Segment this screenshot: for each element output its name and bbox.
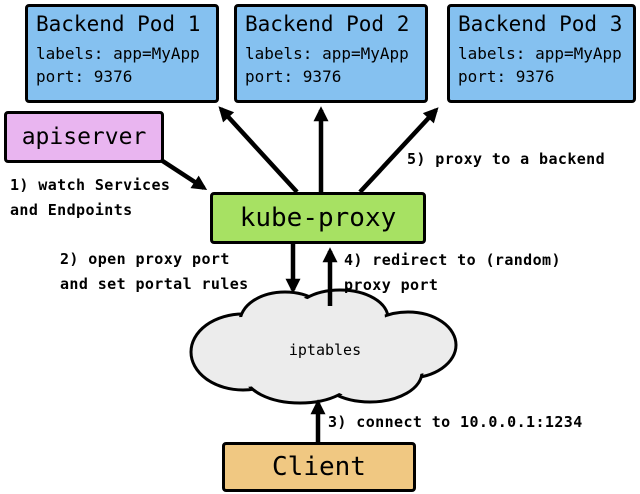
backend-pod-1-node: Backend Pod 1 labels: app=MyApp port: 93… <box>25 4 219 103</box>
annotation-step5: 5) proxy to a backend <box>407 150 606 168</box>
apiserver-label: apiserver <box>21 124 147 150</box>
arrow-kubeproxy-to-pod3 <box>358 107 439 194</box>
pod-port-line: port: 9376 <box>36 67 133 86</box>
pod-title: Backend Pod 3 <box>458 12 623 36</box>
arrow-apiserver-to-kubeproxy <box>156 156 208 191</box>
pod-port-line: port: 9376 <box>245 67 342 86</box>
annotation-step3: 3) connect to 10.0.0.1:1234 <box>328 413 583 431</box>
annotation-step1: 1) watch Services and Endpoints <box>10 176 171 219</box>
client-label: Client <box>272 452 366 482</box>
client-node: Client <box>222 442 416 492</box>
apiserver-node: apiserver <box>4 111 164 163</box>
kube-proxy-label: kube-proxy <box>239 203 397 233</box>
iptables-label: iptables <box>288 341 362 359</box>
annotation-step4: 4) redirect to (random) proxy port <box>344 251 561 294</box>
arrow-kubeproxy-to-pod1 <box>218 106 299 194</box>
iptables-cloud-shape <box>189 288 458 405</box>
pod-labels-line: labels: app=MyApp <box>245 44 409 63</box>
pod-labels-line: labels: app=MyApp <box>36 44 200 63</box>
pod-port-line: port: 9376 <box>458 67 555 86</box>
backend-pod-3-node: Backend Pod 3 labels: app=MyApp port: 93… <box>447 4 636 103</box>
annotation-step2: 2) open proxy port and set portal rules <box>60 250 249 293</box>
pod-title: Backend Pod 1 <box>36 12 201 36</box>
pod-labels-line: labels: app=MyApp <box>458 44 622 63</box>
kube-proxy-node: kube-proxy <box>210 192 426 244</box>
pod-title: Backend Pod 2 <box>245 12 410 36</box>
backend-pod-2-node: Backend Pod 2 labels: app=MyApp port: 93… <box>234 4 428 103</box>
